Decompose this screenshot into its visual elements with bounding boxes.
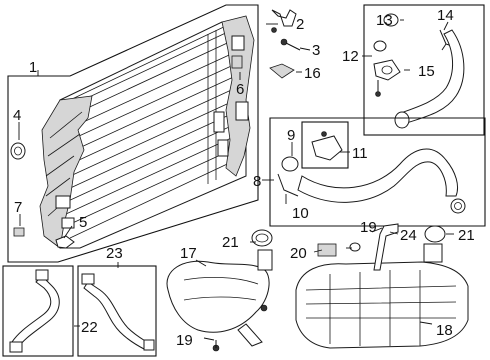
part-3-bolt xyxy=(280,38,301,51)
hose-box-23 xyxy=(77,265,157,357)
callout-11: 11 xyxy=(352,145,368,162)
callout-8: 8 xyxy=(253,173,261,190)
callout-7: 7 xyxy=(14,199,22,216)
callout-23: 23 xyxy=(106,245,123,262)
part-6-clip xyxy=(231,55,243,69)
part-4-grommet xyxy=(10,142,26,160)
radiator-assembly xyxy=(7,4,259,263)
callout-12: 12 xyxy=(342,48,359,65)
callout-19-lower: 19 xyxy=(176,332,193,349)
callout-18: 18 xyxy=(436,322,453,339)
part-7-drain-plug xyxy=(13,227,25,237)
callout-22: 22 xyxy=(81,319,98,336)
callout-numbers: 1 2 3 4 5 6 7 8 9 10 11 12 13 14 15 16 1… xyxy=(13,7,475,349)
lower-hose-group xyxy=(269,117,486,227)
upper-hose-group xyxy=(363,4,485,136)
callout-17: 17 xyxy=(180,245,197,262)
callout-21-right: 21 xyxy=(458,227,475,244)
part-5-bracket xyxy=(55,235,75,249)
callout-5: 5 xyxy=(79,214,87,231)
callout-16: 16 xyxy=(304,65,321,82)
callout-13: 13 xyxy=(376,12,393,29)
part-16-pad xyxy=(269,63,295,79)
callout-14: 14 xyxy=(437,7,454,24)
callout-20: 20 xyxy=(290,245,307,262)
leader-lines xyxy=(18,19,454,341)
callout-6: 6 xyxy=(236,81,244,98)
callout-21-left: 21 xyxy=(222,234,239,251)
callout-1: 1 xyxy=(29,59,37,76)
callout-24: 24 xyxy=(400,227,417,244)
callout-3: 3 xyxy=(312,42,320,59)
degas-bottle xyxy=(166,229,273,352)
callout-10: 10 xyxy=(292,205,309,222)
callout-9: 9 xyxy=(287,127,295,144)
callout-19-upper: 19 xyxy=(360,219,377,236)
coolant-reservoir xyxy=(295,223,469,349)
hose-box-22 xyxy=(2,265,74,357)
callout-2: 2 xyxy=(296,16,304,33)
callout-15: 15 xyxy=(418,63,435,80)
callout-4: 4 xyxy=(13,107,21,124)
part-2-bracket xyxy=(271,9,297,33)
